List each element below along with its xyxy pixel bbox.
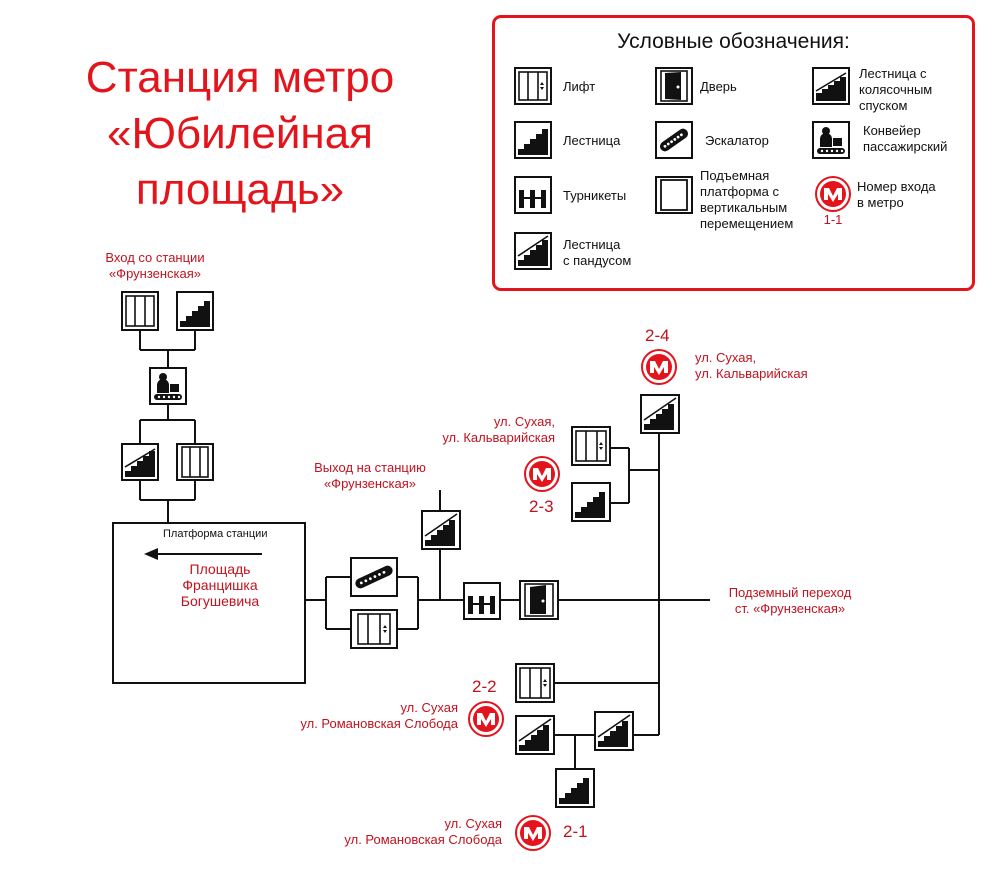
legend-label-wheelchair-stairs: Лестница с колясочным спуском [859,66,933,113]
door-icon[interactable] [519,580,559,620]
platform-lift-icon [655,176,693,214]
legend-title: Условные обозначения: [617,30,850,53]
exit-2-1-number: 2-1 [563,822,588,841]
platform-box [112,522,306,684]
legend-label-lift: Лифт [563,79,596,94]
legend-label-turnstiles: Турникеты [563,188,627,203]
legend-label-ramp-stairs: Лестница с пандусом [563,237,632,268]
stairs-icon [514,121,552,159]
exit-2-3-lift-icon[interactable] [571,426,611,466]
exit-to-station-label: Выход на станцию «Фрунзенская» [314,460,426,491]
entry-from-station-label: Вход со станции «Фрунзенская» [105,250,205,281]
exit-2-3-stairs-icon[interactable] [571,482,611,522]
escalator-icon [655,121,693,159]
door-icon [655,67,693,105]
escalator-icon[interactable] [350,557,398,597]
exit-2-4-street: ул. Сухая, ул. Кальварийская [695,350,808,381]
wheelchair-stairs-icon [812,67,850,105]
exit-2-1-street: ул. Сухая ул. Романовская Слобода [344,816,502,847]
direction-arrow-icon [144,548,262,560]
turnstiles-icon [514,176,552,214]
conveyor-icon[interactable] [149,367,187,405]
platform-lift-icon[interactable] [176,443,214,481]
conveyor-icon [812,121,850,159]
legend-label-stairs: Лестница [563,133,621,148]
page-title: Станция метро «Юбилейная площадь» [85,53,395,214]
ramp-stairs-icon [514,232,552,270]
exit-2-3-street: ул. Сухая, ул. Кальварийская [442,414,555,445]
legend-label-platform-lift: Подъемная платформа с вертикальным перем… [700,168,794,231]
metro-logo-icon [815,176,851,212]
direction-label: Площадь Францишка Богушевича [180,561,260,609]
legend-label-conveyor: Конвейер пассажирский [863,123,948,154]
turnstiles-icon[interactable] [463,582,501,620]
entry-lift-icon[interactable] [121,291,159,331]
metro-logo-icon[interactable] [468,701,504,737]
exit-2-2-stairs-icon[interactable] [515,715,555,755]
wheelchair-stairs-icon[interactable] [121,443,159,481]
platform-label: Платформа станции [163,528,268,540]
legend-entrance-sample: 1-1 [823,212,843,227]
exit-2-3-number: 2-3 [529,497,554,516]
exit-2-1-stairs-icon[interactable] [555,768,595,808]
entry-stairs-icon[interactable] [176,291,214,331]
exit-stairs-icon[interactable] [421,510,461,550]
exit-2-4-number: 2-4 [645,326,670,345]
lift-icon [514,67,552,105]
underpass-label: Подземный переход ст. «Фрунзенская» [728,585,852,616]
exit-2-2-street: ул. Сухая ул. Романовская Слобода [300,700,458,731]
legend-label-escalator: Эскалатор [705,133,769,148]
exit-2-2-ramp-stairs-icon[interactable] [594,711,634,751]
legend-label-door: Дверь [700,79,737,94]
lift-icon[interactable] [350,609,398,649]
metro-logo-icon[interactable] [641,349,677,385]
exit-2-4-stairs-icon[interactable] [640,394,680,434]
legend-label-entrance-number: Номер входа в метро [857,179,936,210]
metro-logo-icon[interactable] [515,815,551,851]
metro-logo-icon[interactable] [524,456,560,492]
legend-box [492,15,975,291]
exit-2-2-number: 2-2 [472,677,497,696]
exit-2-2-lift-icon[interactable] [515,663,555,703]
